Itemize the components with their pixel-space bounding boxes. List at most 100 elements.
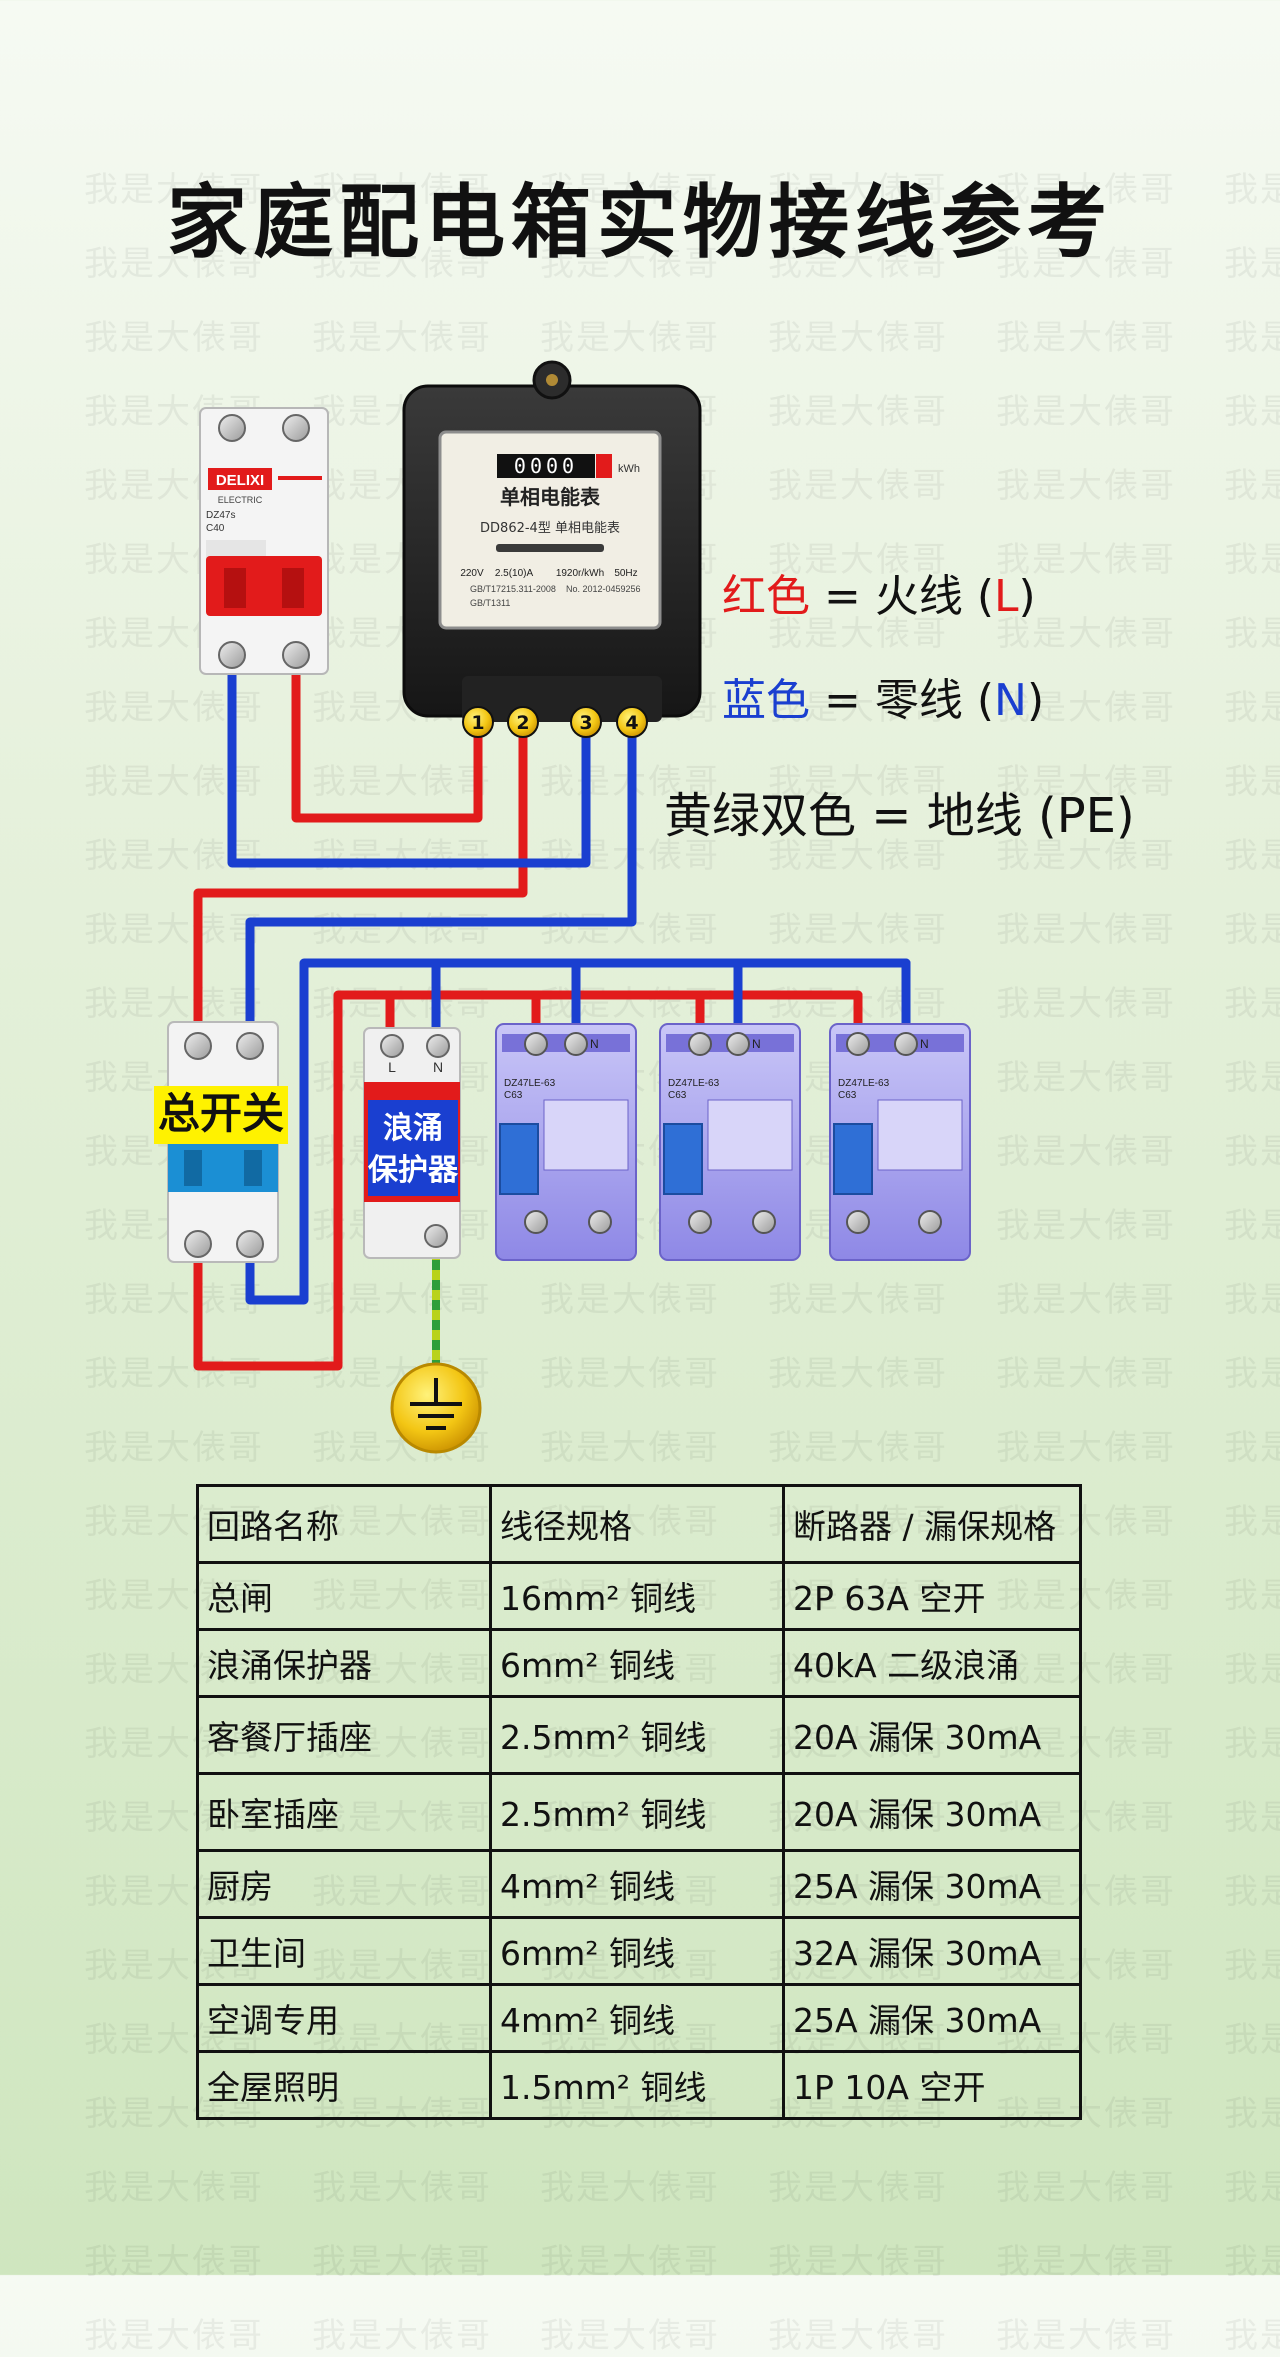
- watermark-text: 我是大俵哥: [540, 2242, 720, 2282]
- energy-meter: 0000 kWh 单相电能表 DD862-4型 单相电能表 220V 2.5(1…: [402, 360, 702, 738]
- cell-circuit: 厨房: [196, 1849, 492, 1919]
- rcbo-3-term-n: N: [920, 1037, 929, 1051]
- live-wire-meter-2-to-main: [193, 715, 528, 1045]
- table-header-circuit: 回路名称: [196, 1484, 492, 1564]
- watermark-text: 我是大俵哥: [84, 2168, 264, 2208]
- ground-icon: [390, 1362, 482, 1454]
- delixi-breaker: DELIXI ELECTRIC DZ47s C40: [199, 407, 329, 675]
- cell-circuit: 卧室插座: [196, 1772, 492, 1852]
- wiring-diagram: DELIXI ELECTRIC DZ47s C40 0000 kWh 单相电能表…: [154, 360, 971, 1454]
- watermark-text: 我是大俵哥: [1224, 1946, 1280, 1986]
- rcbo-2-term-n: N: [752, 1037, 761, 1051]
- cell-breaker: 25A 漏保 30mA: [782, 1983, 1082, 2053]
- cell-wire: 6mm² 铜线: [489, 1916, 785, 1986]
- meter-standard: GB/T17215.311-2008: [470, 584, 556, 594]
- meter-name: 单相电能表: [500, 485, 601, 509]
- rcbo-2: N DZ47LE-63 C63: [659, 1023, 801, 1261]
- watermark-text: 我是大俵哥: [996, 2316, 1176, 2356]
- delixi-sub: ELECTRIC: [218, 495, 263, 505]
- delixi-brand: DELIXI: [216, 472, 264, 489]
- rcbo-1-rating: C63: [504, 1090, 523, 1101]
- meter-counter: 0000: [514, 454, 578, 478]
- cell-breaker: 32A 漏保 30mA: [782, 1916, 1082, 1986]
- cell-circuit: 浪涌保护器: [196, 1628, 492, 1698]
- legend-live-meaning: = 火线: [824, 571, 963, 622]
- watermark-text: 我是大俵哥: [84, 2242, 264, 2282]
- cell-breaker: 40kA 二级浪涌: [782, 1628, 1082, 1698]
- meter-spec-current: 2.5(10)A: [495, 568, 534, 579]
- cell-wire: 2.5mm² 铜线: [489, 1695, 785, 1775]
- watermark-text: 我是大俵哥: [1224, 1650, 1280, 1690]
- legend-neutral-code: N: [994, 675, 1027, 726]
- neutral-wires: [227, 655, 911, 1305]
- watermark-text: 我是大俵哥: [1224, 2020, 1280, 2060]
- cell-breaker: 25A 漏保 30mA: [782, 1849, 1082, 1919]
- legend-ground: 黄绿双色 = 地线 (PE): [664, 788, 1135, 844]
- watermark-text: 我是大俵哥: [312, 2242, 492, 2282]
- meter-spec-row: 220V 2.5(10)A 1920r/kWh 50Hz: [460, 568, 637, 579]
- watermark-text: 我是大俵哥: [768, 2168, 948, 2208]
- meter-terminal-3: 3: [579, 712, 592, 734]
- rcbo-1-model: DZ47LE-63: [504, 1078, 556, 1089]
- meter-terminal-1: 1: [471, 712, 484, 734]
- watermark-text: 我是大俵哥: [1224, 1502, 1280, 1542]
- cell-wire: 1.5mm² 铜线: [489, 2050, 785, 2120]
- cell-breaker: 20A 漏保 30mA: [782, 1695, 1082, 1775]
- legend-neutral-meaning: = 零线: [824, 675, 963, 726]
- watermark-text: 我是大俵哥: [1224, 1724, 1280, 1764]
- table-header-breaker: 断路器 / 漏保规格: [782, 1484, 1082, 1564]
- watermark-text: 我是大俵哥: [1224, 2316, 1280, 2356]
- watermark-text: 我是大俵哥: [1224, 2168, 1280, 2208]
- rcbo-3-rating: C63: [838, 1090, 857, 1101]
- surge-term-n: N: [433, 1059, 443, 1075]
- cell-circuit: 卫生间: [196, 1916, 492, 1986]
- meter-spec-constant: 1920r/kWh: [556, 568, 604, 579]
- watermark-text: 我是大俵哥: [1224, 2094, 1280, 2134]
- cell-wire: 16mm² 铜线: [489, 1561, 785, 1631]
- legend-live-color: 红色: [722, 571, 810, 622]
- watermark-text: 我是大俵哥: [1224, 1798, 1280, 1838]
- watermark-text: 我是大俵哥: [84, 2316, 264, 2356]
- cell-wire: 4mm² 铜线: [489, 1983, 785, 2053]
- rcbo-2-model: DZ47LE-63: [668, 1078, 720, 1089]
- rcbo-1-term-n: N: [590, 1037, 599, 1051]
- live-wires: [193, 655, 863, 1371]
- legend-neutral-color: 蓝色: [722, 675, 810, 726]
- table-header-wire: 线径规格: [489, 1484, 785, 1564]
- rcbo-3-model: DZ47LE-63: [838, 1078, 890, 1089]
- legend-live-code: L: [994, 571, 1019, 622]
- watermark-text: 我是大俵哥: [540, 2168, 720, 2208]
- live-wire-breaker-to-meter-1: [291, 655, 483, 823]
- rcbo-1: N DZ47LE-63 C63: [495, 1023, 637, 1261]
- surge-label-1: 浪涌: [383, 1111, 443, 1146]
- watermark-text: 我是大俵哥: [1224, 1872, 1280, 1912]
- main-switch-label: 总开关: [158, 1089, 284, 1138]
- watermark-text: 我是大俵哥: [312, 2168, 492, 2208]
- surge-protector: L N 浪涌 保护器: [363, 1027, 461, 1259]
- cell-wire: 2.5mm² 铜线: [489, 1772, 785, 1852]
- cell-circuit: 客餐厅插座: [196, 1695, 492, 1775]
- cell-wire: 4mm² 铜线: [489, 1849, 785, 1919]
- meter-model: DD862-4型 单相电能表: [480, 521, 620, 536]
- watermark-text: 我是大俵哥: [312, 2316, 492, 2356]
- neutral-wire-meter-4-to-main: [245, 715, 637, 1045]
- meter-terminal-4: 4: [625, 712, 638, 734]
- meter-spec-frequency: 50Hz: [614, 568, 637, 579]
- surge-term-l: L: [388, 1059, 396, 1075]
- cell-breaker: 1P 10A 空开: [782, 2050, 1082, 2120]
- cell-breaker: 2P 63A 空开: [782, 1561, 1082, 1631]
- watermark-text: 我是大俵哥: [996, 2242, 1176, 2282]
- neutral-wire-breaker-to-meter-3: [227, 655, 591, 868]
- table-header-row: 回路名称 线径规格 断路器 / 漏保规格: [196, 1484, 1082, 1564]
- cell-wire: 6mm² 铜线: [489, 1628, 785, 1698]
- cell-circuit: 总闸: [196, 1561, 492, 1631]
- cell-circuit: 全屋照明: [196, 2050, 492, 2120]
- rcbo-2-rating: C63: [668, 1090, 687, 1101]
